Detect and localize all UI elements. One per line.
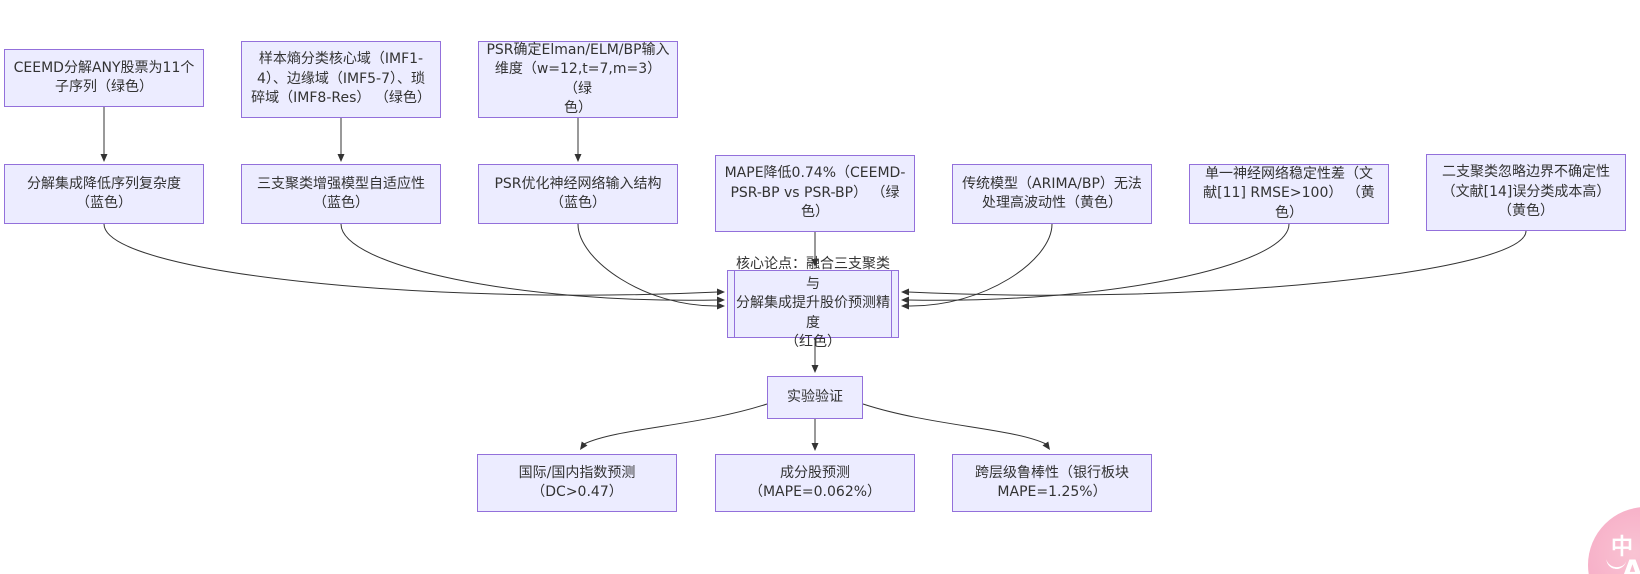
- node-label: 国际/国内指数预测 （DC>0.47）: [518, 464, 636, 501]
- node-label: MAPE降低0.74%（CEEMD- PSR-BP vs PSR-BP） （绿 …: [724, 165, 906, 221]
- node-label: 单一神经网络稳定性差（文 献[11] RMSE>100） （黄色）: [1203, 165, 1375, 221]
- node-psr-optimization: PSR优化神经网络输入结构 （蓝色）: [478, 164, 678, 224]
- node-sample-entropy: 样本熵分类核心域（IMF1- 4）、边缘域（IMF5-7）、琐 碎域（IMF8-…: [241, 41, 441, 118]
- node-label: 跨层级鲁棒性（银行板块 MAPE=1.25%）: [975, 464, 1129, 501]
- node-decomposition-integration: 分解集成降低序列复杂度 （蓝色）: [4, 164, 204, 224]
- node-traditional-model-limits: 传统模型（ARIMA/BP）无法 处理高波动性（黄色）: [952, 164, 1152, 224]
- translate-badge-en-char: A: [1622, 555, 1640, 574]
- node-ceemd-decompose: CEEMD分解ANY股票为11个 子序列（绿色）: [4, 49, 204, 107]
- node-experiment-validation: 实验验证: [767, 376, 863, 419]
- node-index-prediction: 国际/国内指数预测 （DC>0.47）: [477, 454, 677, 512]
- node-label: 分解集成降低序列复杂度 （蓝色）: [27, 175, 181, 212]
- node-three-way-clustering: 三支聚类增强模型自适应性 （蓝色）: [241, 164, 441, 224]
- node-two-way-clustering-limits: 二支聚类忽略边界不确定性 （文献[14]误分类成本高） （黄色）: [1426, 154, 1626, 231]
- node-constituent-prediction: 成分股预测 （MAPE=0.062%）: [715, 454, 915, 512]
- node-label: 二支聚类忽略边界不确定性 （文献[14]误分类成本高） （黄色）: [1441, 164, 1611, 220]
- node-label: 样本熵分类核心域（IMF1- 4）、边缘域（IMF5-7）、琐 碎域（IMF8-…: [251, 51, 431, 107]
- node-psr-dimension: PSR确定Elman/ELM/BP输入 维度（w=12,t=7,m=3） （绿 …: [478, 41, 678, 118]
- node-core-thesis: 核心论点：融合三支聚类与 分解集成提升股价预测精度 （红色）: [727, 256, 899, 350]
- node-label: 核心论点：融合三支聚类与 分解集成提升股价预测精度 （红色）: [736, 256, 890, 351]
- translate-badge-zh-char: 中: [1611, 535, 1634, 560]
- node-label: 实验验证: [787, 388, 843, 405]
- node-label: PSR确定Elman/ELM/BP输入 维度（w=12,t=7,m=3） （绿 …: [486, 41, 670, 117]
- node-label: 三支聚类增强模型自适应性 （蓝色）: [257, 175, 425, 212]
- node-cross-level-robustness: 跨层级鲁棒性（银行板块 MAPE=1.25%）: [952, 454, 1152, 512]
- node-single-nn-instability: 单一神经网络稳定性差（文 献[11] RMSE>100） （黄色）: [1189, 164, 1389, 224]
- node-label: 传统模型（ARIMA/BP）无法 处理高波动性（黄色）: [962, 175, 1142, 212]
- node-label: 成分股预测 （MAPE=0.062%）: [748, 464, 882, 501]
- node-mape-reduction: MAPE降低0.74%（CEEMD- PSR-BP vs PSR-BP） （绿 …: [715, 155, 915, 232]
- node-label: CEEMD分解ANY股票为11个 子序列（绿色）: [13, 59, 195, 96]
- node-label: PSR优化神经网络输入结构 （蓝色）: [494, 175, 662, 212]
